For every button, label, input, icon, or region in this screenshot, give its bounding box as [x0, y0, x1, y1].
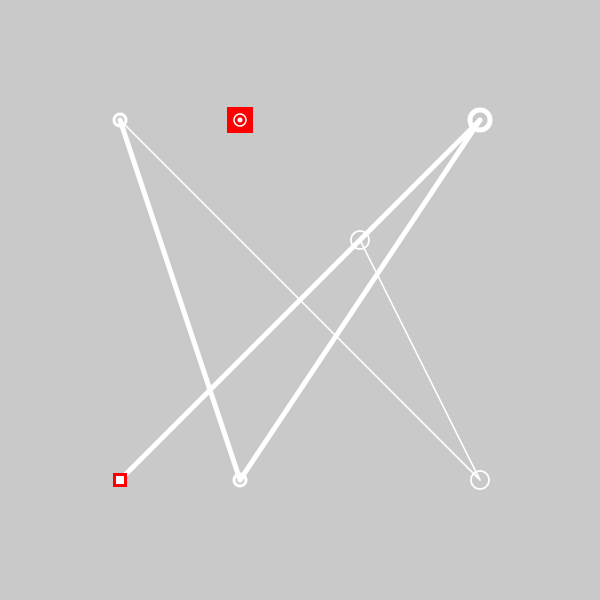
edge-n3-n5[interactable] [117, 117, 483, 483]
node-n4[interactable] [350, 230, 370, 250]
node-ring-n4 [350, 230, 370, 250]
node-n7[interactable] [470, 470, 490, 490]
node-ring-n1 [112, 112, 128, 128]
node-dot-n5 [116, 476, 124, 484]
node-ring-n2 [233, 113, 247, 127]
node-ring-n6 [232, 472, 248, 488]
edge-n1-n6[interactable] [117, 117, 243, 483]
node-ring-n3 [467, 107, 493, 133]
node-n3[interactable] [467, 107, 493, 133]
edge-n3-n6[interactable] [237, 117, 483, 483]
node-dot-n2 [237, 117, 243, 123]
node-n5[interactable] [113, 473, 127, 487]
nodes-layer [112, 107, 493, 490]
node-n6[interactable] [232, 472, 248, 488]
node-n2[interactable] [227, 107, 253, 133]
node-n1[interactable] [112, 112, 128, 128]
edge-n4-n7[interactable] [359, 239, 481, 481]
node-ring-n7 [470, 470, 490, 490]
edges-layer [117, 117, 483, 483]
